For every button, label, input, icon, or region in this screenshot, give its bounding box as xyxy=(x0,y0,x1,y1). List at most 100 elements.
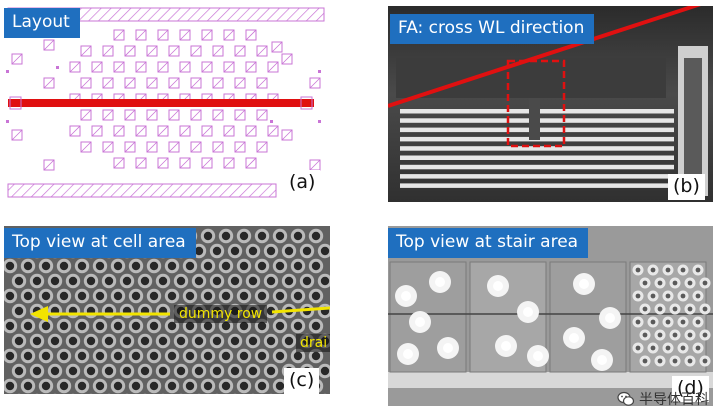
dummy-hole xyxy=(599,307,621,329)
channel-hole xyxy=(38,348,54,364)
channel-hole xyxy=(56,348,72,364)
channel-hole xyxy=(56,318,72,334)
wordline-layer xyxy=(400,183,674,188)
layout-cell xyxy=(179,157,191,169)
channel-hole xyxy=(101,333,117,349)
channel-hole xyxy=(56,258,72,274)
channel-hole xyxy=(74,348,90,364)
layout-cell xyxy=(256,109,268,121)
channel-hole xyxy=(290,258,306,274)
channel-hole xyxy=(254,228,270,244)
channel-hole xyxy=(110,288,126,304)
dummy-hole xyxy=(573,273,595,295)
channel-hole xyxy=(101,273,117,289)
layout-edge-cell xyxy=(43,159,55,171)
channel-hole xyxy=(101,363,117,379)
dummy-hole xyxy=(495,335,517,357)
channel-hole xyxy=(110,378,126,394)
layout-cell xyxy=(179,125,191,137)
channel-hole xyxy=(128,378,144,394)
layout-cell xyxy=(168,45,180,57)
channel-hole xyxy=(200,258,216,274)
contact-hole xyxy=(632,290,644,302)
panel-cell-area: Top view at cell area dummy row drai (c) xyxy=(4,226,330,394)
wordline-layer xyxy=(400,146,674,151)
layout-cell xyxy=(135,157,147,169)
channel-hole xyxy=(263,273,279,289)
layout-cell xyxy=(113,61,125,73)
contact-hole xyxy=(639,355,651,367)
layout-cell xyxy=(256,77,268,89)
channel-hole xyxy=(191,273,207,289)
layout-cell xyxy=(223,61,235,73)
channel-hole xyxy=(4,318,18,334)
contact-hole xyxy=(647,316,659,328)
channel-hole xyxy=(38,288,54,304)
layout-cell xyxy=(234,77,246,89)
channel-hole xyxy=(254,378,270,394)
channel-hole xyxy=(74,318,90,334)
channel-hole xyxy=(290,288,306,304)
layout-cell xyxy=(113,157,125,169)
layout-cell xyxy=(201,125,213,137)
channel-hole xyxy=(227,363,243,379)
wordline-layer xyxy=(400,174,674,179)
channel-hole xyxy=(65,273,81,289)
channel-hole xyxy=(272,258,288,274)
contact-hole xyxy=(699,355,711,367)
channel-hole xyxy=(146,378,162,394)
wordline-layer xyxy=(400,155,674,160)
channel-hole xyxy=(65,333,81,349)
channel-hole xyxy=(128,348,144,364)
channel-hole xyxy=(137,363,153,379)
channel-hole xyxy=(119,363,135,379)
channel-hole xyxy=(38,378,54,394)
contact-hole xyxy=(639,329,651,341)
layout-cell xyxy=(80,141,92,153)
channel-hole xyxy=(227,333,243,349)
channel-hole xyxy=(74,288,90,304)
channel-hole xyxy=(137,333,153,349)
layout-cell xyxy=(80,109,92,121)
channel-hole xyxy=(209,243,225,259)
channel-hole xyxy=(173,333,189,349)
channel-hole xyxy=(218,288,234,304)
channel-hole xyxy=(299,273,315,289)
contact-hole xyxy=(647,264,659,276)
layout-cell xyxy=(245,125,257,137)
layout-edge-cell xyxy=(271,41,283,53)
channel-hole xyxy=(4,348,18,364)
contact-hole xyxy=(632,316,644,328)
channel-hole xyxy=(38,318,54,334)
contact-hole xyxy=(684,277,696,289)
layout-cell xyxy=(234,109,246,121)
channel-hole xyxy=(209,333,225,349)
dummy-hole xyxy=(591,349,613,371)
channel-hole xyxy=(20,378,36,394)
contact-hole xyxy=(684,303,696,315)
panel-fa-cross-section: FA: cross WL direction (b) xyxy=(388,6,713,202)
channel-hole xyxy=(290,348,306,364)
channel-hole xyxy=(272,288,288,304)
bottom-band xyxy=(388,372,713,388)
channel-hole xyxy=(317,273,330,289)
layout-cell xyxy=(179,29,191,41)
channel-hole xyxy=(272,378,288,394)
contact-hole xyxy=(654,355,666,367)
channel-hole xyxy=(236,348,252,364)
channel-hole xyxy=(529,98,540,140)
channel-hole xyxy=(155,363,171,379)
channel-hole xyxy=(182,348,198,364)
layout-cell xyxy=(135,61,147,73)
layout-cell xyxy=(135,29,147,41)
layout-cell xyxy=(80,77,92,89)
bottom-hatched-bar xyxy=(7,183,277,198)
channel-hole xyxy=(155,333,171,349)
layout-cell xyxy=(135,125,147,137)
layout-dot xyxy=(6,120,9,123)
channel-hole xyxy=(308,348,324,364)
channel-hole xyxy=(119,333,135,349)
dummy-hole xyxy=(395,285,417,307)
channel-hole xyxy=(47,333,63,349)
channel-hole xyxy=(254,258,270,274)
